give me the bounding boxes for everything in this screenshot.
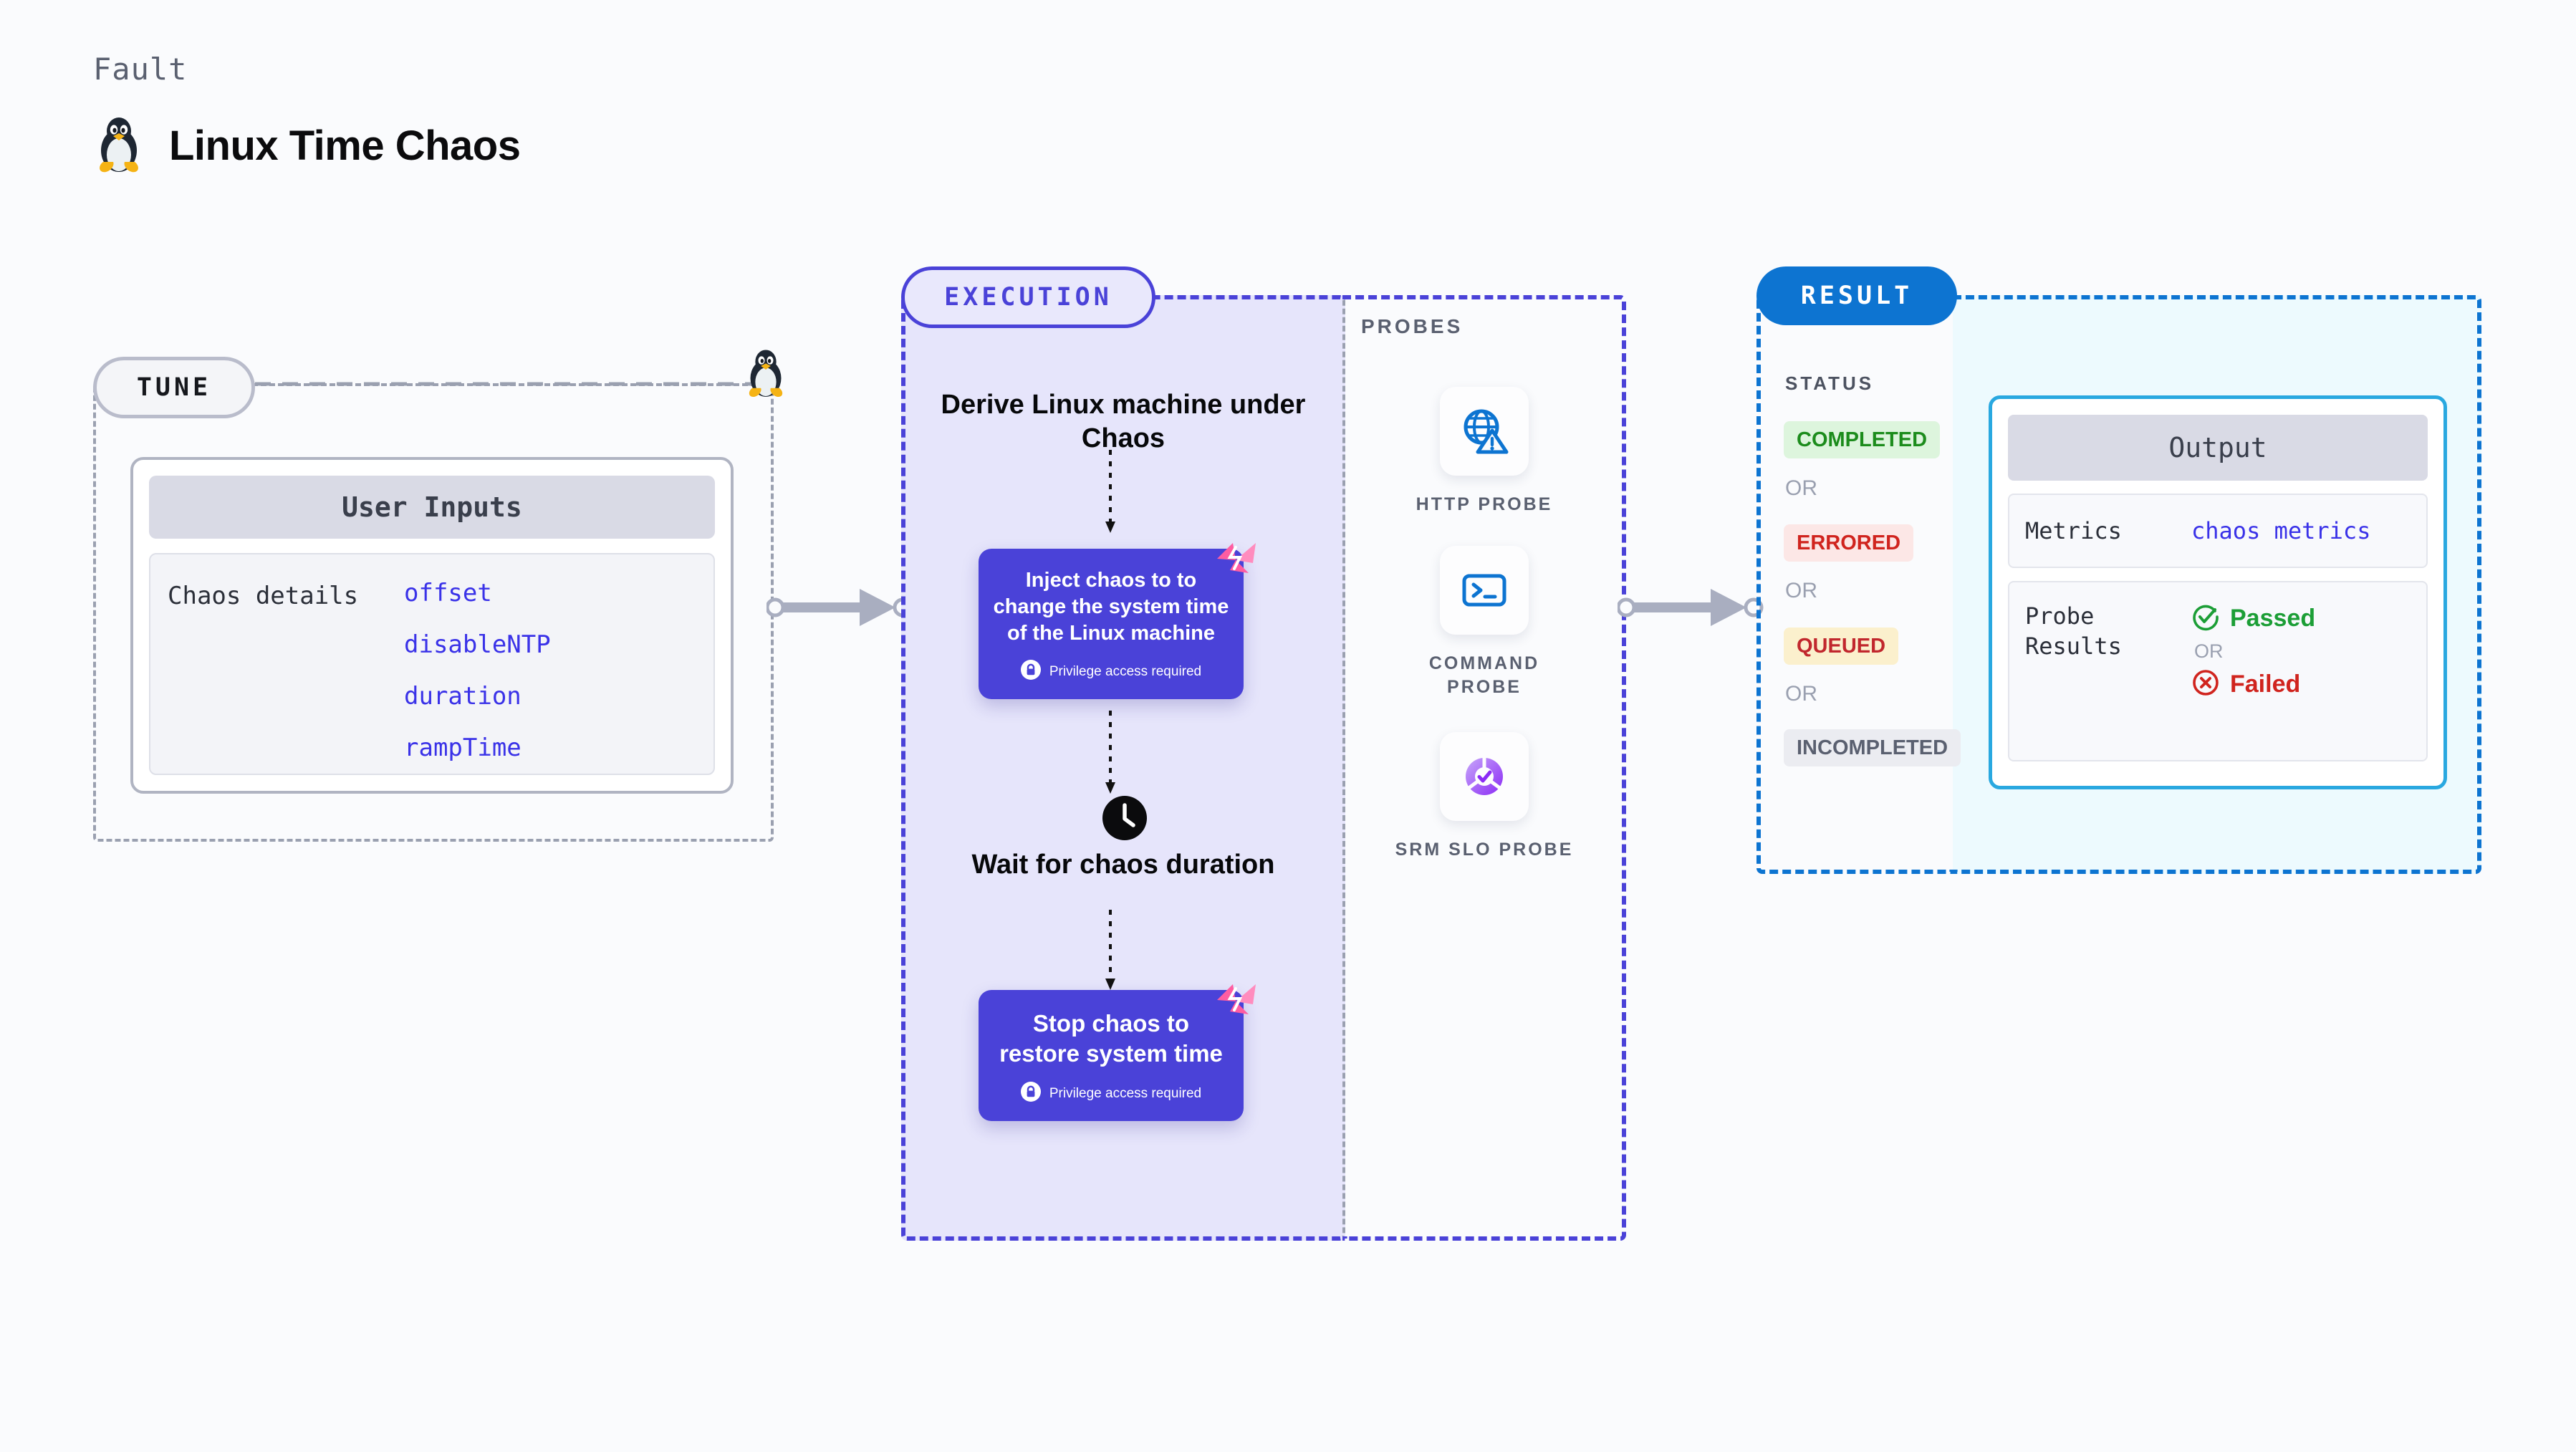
probe-http-label: HTTP PROBE <box>1416 494 1553 514</box>
status-or-1: OR <box>1785 476 1817 500</box>
flow-arrow-1 <box>1105 450 1115 533</box>
page-title-text: Linux Time Chaos <box>169 122 521 169</box>
execution-step-title-2: Wait for chaos duration <box>971 850 1275 880</box>
lock-icon <box>1020 1082 1041 1105</box>
probe-http[interactable]: HTTP PROBE <box>1391 387 1577 516</box>
slo-gauge-check-icon <box>1440 732 1529 821</box>
probe-srm-slo[interactable]: SRM SLO PROBE <box>1391 732 1577 862</box>
status-badge-queued: QUEUED <box>1784 628 1899 665</box>
probe-result-passed: Passed <box>2191 602 2315 635</box>
chaos-details-values: offset disableNTP duration rampTime <box>404 579 551 762</box>
execution-node-inject-chaos[interactable]: Inject chaos to to change the system tim… <box>979 549 1244 700</box>
failed-label: Failed <box>2230 670 2301 698</box>
metrics-key: Metrics <box>2025 516 2122 544</box>
metrics-value-link[interactable]: chaos metrics <box>2191 517 2371 544</box>
x-circle-icon <box>2191 668 2220 701</box>
execution-node-2-text: Stop chaos to restore system time <box>999 1010 1223 1067</box>
user-inputs-card: User Inputs Chaos details offset disable… <box>130 457 734 794</box>
connector-execution-to-result <box>1618 589 1764 626</box>
probe-command[interactable]: COMMAND PROBE <box>1391 546 1577 698</box>
status-badge-completed: COMPLETED <box>1784 421 1941 458</box>
execution-node-1-text: Inject chaos to to change the system tim… <box>993 569 1229 645</box>
fault-kicker: Fault <box>93 52 188 87</box>
param-disablentp[interactable]: disableNTP <box>404 630 551 659</box>
terminal-prompt-icon <box>1440 546 1529 635</box>
execution-step-title-1: Derive Linux machine under Chaos <box>941 390 1306 453</box>
output-card-title: Output <box>2008 415 2428 481</box>
globe-warning-icon <box>1440 387 1529 476</box>
harness-logo-badge-icon <box>1214 980 1259 1021</box>
privilege-notice-2: Privilege access required <box>993 1082 1229 1105</box>
chaos-details-label: Chaos details <box>168 582 359 610</box>
result-pill[interactable]: RESULT <box>1756 266 1957 325</box>
user-inputs-title: User Inputs <box>149 476 715 539</box>
probe-result-or: OR <box>2194 640 2224 662</box>
probes-label: PROBES <box>1361 315 1464 337</box>
probe-result-failed: Failed <box>2191 668 2315 701</box>
clock-icon <box>1102 795 1148 841</box>
status-or-2: OR <box>1785 579 1817 602</box>
tune-pill[interactable]: TUNE <box>93 357 255 418</box>
probes-region <box>1342 295 1626 1241</box>
flow-arrow-2 <box>1105 711 1115 794</box>
output-row-metrics: Metrics chaos metrics <box>2008 494 2428 568</box>
probe-results-values: Passed OR Failed <box>2191 601 2315 701</box>
status-badge-incompleted: INCOMPLETED <box>1784 729 1961 766</box>
param-duration[interactable]: duration <box>404 682 522 711</box>
privilege-label-1: Privilege access required <box>1049 663 1202 679</box>
passed-label: Passed <box>2230 605 2316 632</box>
harness-logo-badge-icon <box>1214 539 1259 580</box>
privilege-label-2: Privilege access required <box>1049 1085 1202 1101</box>
execution-pill[interactable]: EXECUTION <box>901 266 1155 328</box>
flow-arrow-3 <box>1105 910 1115 990</box>
connector-tune-to-execution <box>766 589 913 626</box>
check-circle-icon <box>2191 602 2220 635</box>
output-row-probe-results: Probe Results Passed OR <box>2008 581 2428 761</box>
probe-results-key: Probe Results <box>2025 602 2122 660</box>
linux-penguin-icon <box>93 115 145 176</box>
output-card: Output Metrics chaos metrics Probe Resul… <box>1989 395 2447 789</box>
status-or-3: OR <box>1785 682 1817 706</box>
status-label: STATUS <box>1785 372 1875 394</box>
execution-node-stop-chaos[interactable]: Stop chaos to restore system time Privil… <box>979 990 1244 1122</box>
status-badge-errored: ERRORED <box>1784 524 1914 562</box>
privilege-notice-1: Privilege access required <box>993 660 1229 683</box>
probe-srm-slo-label: SRM SLO PROBE <box>1395 840 1574 860</box>
param-ramptime[interactable]: rampTime <box>404 734 522 762</box>
page-title: Linux Time Chaos <box>93 115 521 176</box>
probe-command-label: COMMAND PROBE <box>1428 653 1540 697</box>
tune-lead-line <box>255 382 756 386</box>
lock-icon <box>1020 660 1041 683</box>
user-inputs-body: Chaos details offset disableNTP duration… <box>149 553 715 775</box>
param-offset[interactable]: offset <box>404 579 492 607</box>
linux-penguin-marker-icon <box>744 347 788 404</box>
